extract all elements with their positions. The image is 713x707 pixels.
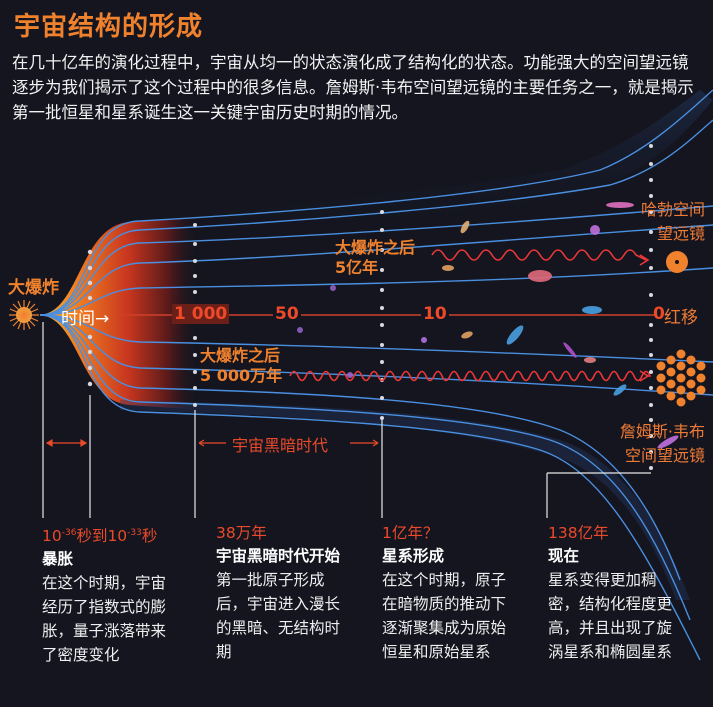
redshift-tick-50: 50: [273, 304, 301, 324]
inflation-span-arrow: [45, 438, 88, 448]
jwst-label: 詹姆斯·韦布 空间望远镜: [619, 422, 705, 465]
after-50m-label: 大爆炸之后 5 000万年: [200, 346, 283, 385]
redshift-tick-0: 0: [653, 304, 665, 324]
column-heading: 暴胀: [42, 550, 74, 569]
column-dark-ages: 38万年 宇宙黑暗时代开始 第一批原子形成后，宇宙进入漫长的黑暗、无结构时期: [216, 522, 366, 664]
dotted-guides: [87, 144, 653, 470]
redshift-label: 红移: [664, 308, 698, 328]
column-body: 星系变得更加稠密，结构化程度更高，并且出现了旋涡星系和椭圆星系: [548, 571, 673, 661]
dark-ages-span: [198, 439, 379, 447]
early-universe-glow: [40, 217, 200, 410]
intro-paragraph: 在几十亿年的演化过程中，宇宙从均一的状态演化成了结构化的状态。功能强大的空间望远…: [12, 53, 694, 122]
time-arrow-label: 时间→: [61, 309, 110, 329]
timeline-markers: [42, 322, 651, 518]
light-wave-500m: [431, 249, 647, 261]
column-body: 在这个时期，原子在暗物质的推动下逐渐聚集成为原始恒星和原始星系: [382, 571, 507, 661]
column-body: 第一批原子形成后，宇宙进入漫长的黑暗、无结构时期: [216, 571, 341, 661]
column-galaxy-formation: 1亿年？ 星系形成 在这个时期，原子在暗物质的推动下逐渐聚集成为原始恒星和原始星…: [382, 522, 532, 664]
column-heading: 星系形成: [382, 547, 445, 565]
time-label: 138亿年: [548, 524, 609, 542]
redshift-tick-1000: 1 000: [172, 304, 230, 324]
column-heading: 宇宙黑暗时代开始: [216, 547, 341, 565]
after-500m-label: 大爆炸之后 5亿年: [335, 238, 416, 277]
time-label: 1亿年？: [382, 524, 439, 542]
arrow-50m: [639, 370, 650, 382]
column-present: 138亿年 现在 星系变得更加稠密，结构化程度更高，并且出现了旋涡星系和椭圆星系: [548, 522, 698, 664]
column-body: 在这个时期，宇宙经历了指数式的膨胀，量子涨落带来了密度变化: [42, 574, 167, 665]
time-label: 10-36秒到10-33秒: [42, 527, 158, 546]
field-lines: [39, 89, 713, 661]
hubble-mirror-icon: [666, 251, 688, 273]
page-title: 宇宙结构的形成: [14, 12, 204, 42]
light-wave-50m: [289, 370, 652, 382]
jwst-mirror-icon: [656, 349, 706, 407]
big-bang-burst-icon: [9, 300, 39, 330]
column-heading: 现在: [548, 547, 580, 565]
hubble-label: 哈勃空间 望远镜: [640, 200, 705, 243]
galaxies: [297, 202, 679, 449]
redshift-tick-10: 10: [421, 304, 449, 324]
dark-ages-label: 宇宙黑暗时代: [232, 436, 329, 455]
column-inflation: 10-36秒到10-33秒 暴胀 在这个时期，宇宙经历了指数式的膨胀，量子涨落带…: [42, 522, 192, 667]
arrow-500m: [639, 254, 650, 266]
big-bang-label: 大爆炸: [8, 278, 59, 298]
time-label: 38万年: [216, 524, 267, 542]
